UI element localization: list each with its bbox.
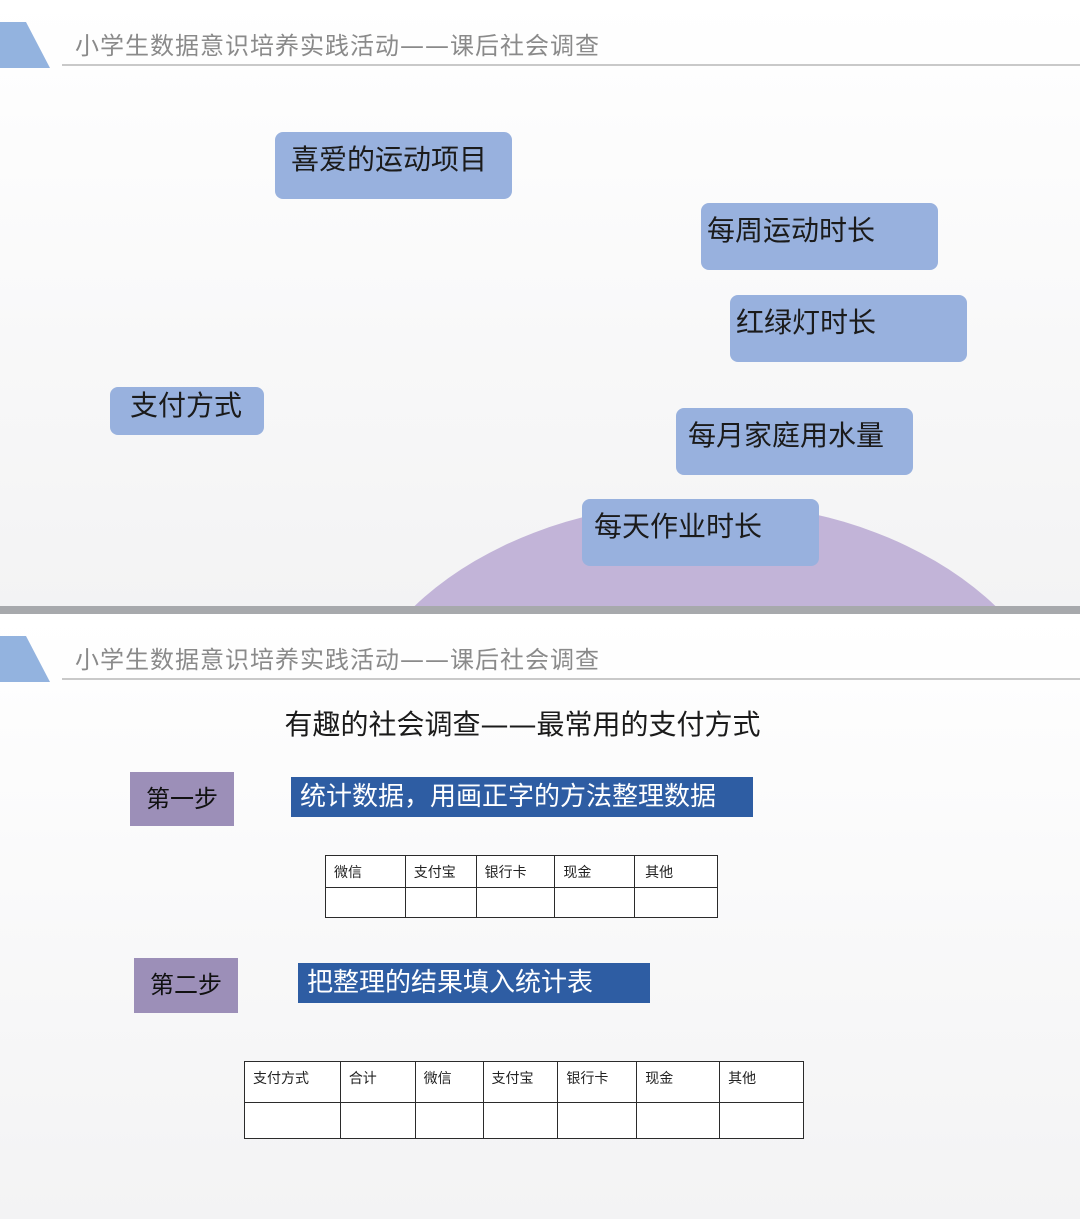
header-title: 小学生数据意识培养实践活动——课后社会调查 [75,646,600,674]
tally-header-cell: 微信 [325,855,406,888]
topic-favorite-sport: 喜爱的运动项目 [275,132,512,199]
header-title: 小学生数据意识培养实践活动——课后社会调查 [75,32,600,60]
stats-input-cell[interactable] [719,1102,804,1139]
stats-input-cell[interactable] [244,1102,341,1139]
topic-monthly-water-usage: 每月家庭用水量 [676,408,913,475]
tally-input-cell[interactable] [554,887,636,918]
tally-header-cell: 银行卡 [475,855,556,888]
stats-header-cell: 支付宝 [482,1061,559,1103]
statistics-table: 支付方式 合计 微信 支付宝 银行卡 现金 其他 [244,1061,804,1139]
slide-topics: 小学生数据意识培养实践活动——课后社会调查 喜爱的运动项目 每周运动时长 红绿灯… [0,0,1080,606]
step2-description: 把整理的结果填入统计表 [298,963,650,1003]
stats-header-cell: 现金 [636,1061,721,1103]
tally-header-cell: 其他 [634,855,718,888]
topic-payment-method: 支付方式 [110,387,264,435]
tally-input-cell[interactable] [475,887,556,918]
stats-input-cell[interactable] [557,1102,638,1139]
topic-daily-homework-time: 每天作业时长 [582,499,819,566]
tally-input-cell[interactable] [404,887,477,918]
stats-header-cell: 其他 [719,1061,804,1103]
stats-input-cell[interactable] [482,1102,559,1139]
survey-title: 有趣的社会调查——最常用的支付方式 [284,708,761,741]
stats-header-cell: 合计 [339,1061,416,1103]
stats-header-cell: 微信 [414,1061,484,1103]
tally-header-cell: 现金 [554,855,636,888]
stats-input-cell[interactable] [414,1102,484,1139]
tally-header-cell: 支付宝 [404,855,477,888]
slide-divider [0,606,1080,614]
tally-input-cell[interactable] [325,887,406,918]
step2-label: 第二步 [134,958,238,1013]
topic-traffic-light-duration: 红绿灯时长 [730,295,967,362]
header-corner-shape [0,22,50,68]
topic-weekly-exercise-time: 每周运动时长 [701,203,938,270]
stats-input-cell[interactable] [339,1102,416,1139]
stats-header-cell: 支付方式 [244,1061,341,1103]
header-divider [62,678,1080,680]
tally-table: 微信 支付宝 银行卡 现金 其他 [325,855,718,918]
stats-header-cell: 银行卡 [557,1061,638,1103]
slide-payment-survey: 小学生数据意识培养实践活动——课后社会调查 有趣的社会调查——最常用的支付方式 … [0,614,1080,1219]
step1-label: 第一步 [130,772,234,826]
header-corner-shape [0,636,50,682]
tally-input-cell[interactable] [634,887,718,918]
header-divider [62,64,1080,66]
stats-input-cell[interactable] [636,1102,721,1139]
step1-description: 统计数据，用画正字的方法整理数据 [291,777,753,817]
